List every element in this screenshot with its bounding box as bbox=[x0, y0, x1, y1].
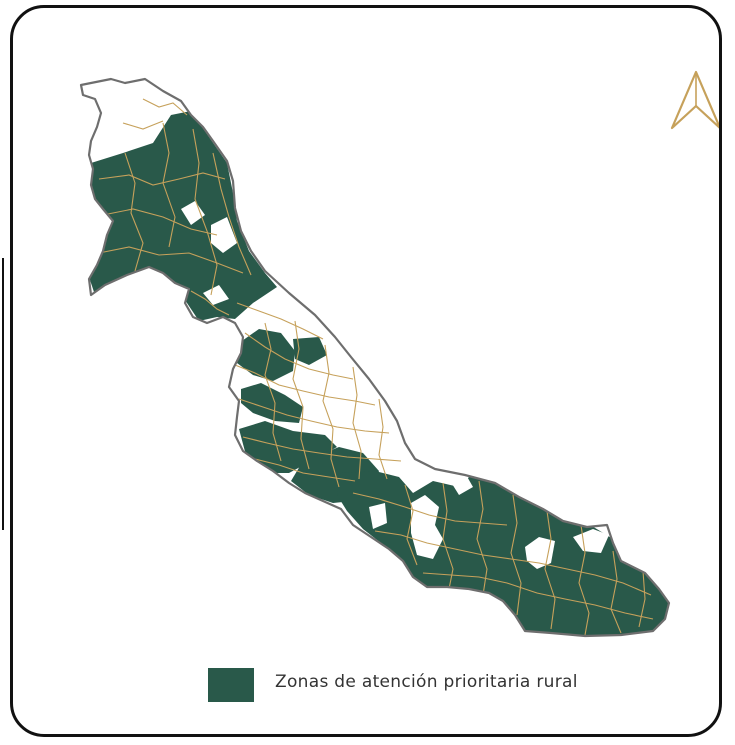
map-frame: Zonas de atención prioritaria rural bbox=[10, 5, 722, 737]
state-outline bbox=[79, 77, 671, 638]
north-arrow-icon bbox=[670, 70, 719, 130]
non-priority-area-4 bbox=[181, 201, 205, 225]
municipal-boundaries bbox=[98, 98, 654, 636]
legend-label: Zonas de atención prioritaria rural bbox=[275, 672, 578, 692]
priority-zone-center-1 bbox=[237, 329, 295, 381]
legend-swatch bbox=[208, 668, 254, 702]
non-priority-area-7 bbox=[449, 473, 473, 495]
non-priority-area-2 bbox=[525, 537, 555, 569]
map-svg bbox=[79, 77, 671, 638]
priority-zones bbox=[87, 111, 669, 636]
non-priority-area-1 bbox=[411, 495, 443, 559]
non-priority-area-8 bbox=[203, 285, 229, 305]
priority-zone-south bbox=[337, 471, 669, 636]
page-edge-line bbox=[2, 258, 4, 530]
priority-zone-center-2 bbox=[293, 337, 327, 365]
non-priority-area-3 bbox=[369, 503, 387, 529]
priority-zone-center-3 bbox=[241, 383, 303, 423]
non-priority-area-5 bbox=[211, 217, 237, 253]
priority-zone-north bbox=[87, 111, 277, 321]
